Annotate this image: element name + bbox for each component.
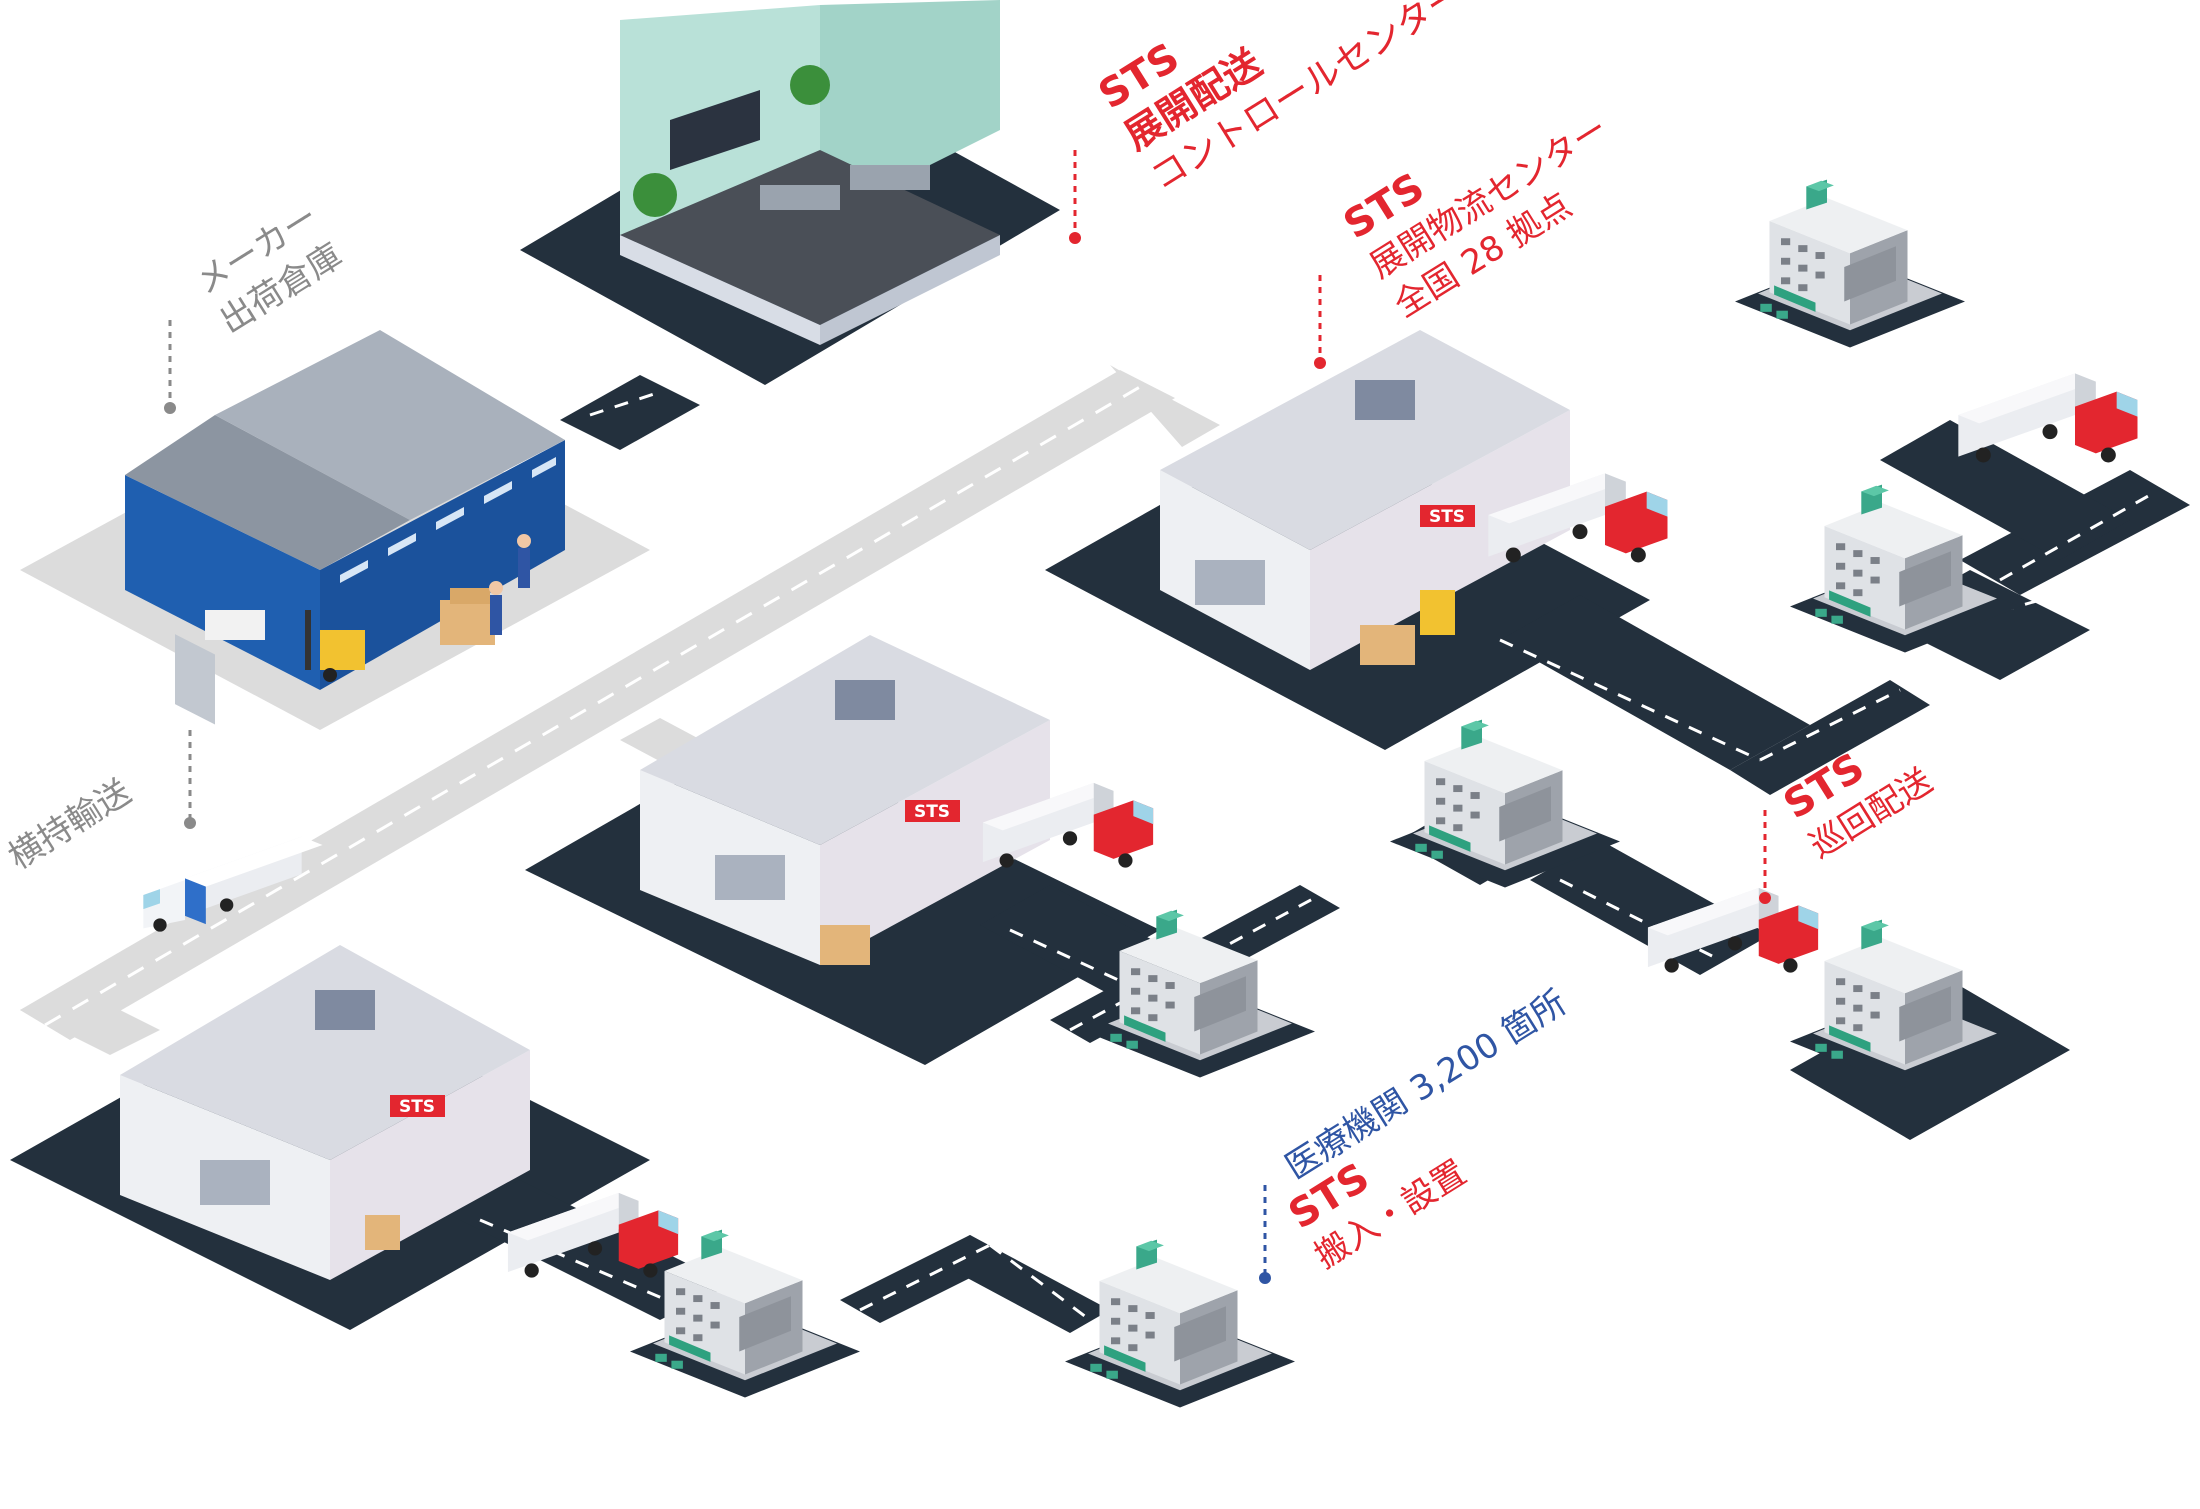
warehouse-windows	[340, 457, 556, 583]
monitor-wall	[670, 90, 760, 170]
control-room	[620, 0, 1000, 345]
leader-dots	[164, 232, 1771, 1284]
warehouse-sign-mid: STS	[914, 802, 950, 822]
mid-warehouse-building: STS	[640, 635, 1154, 965]
transfer-lane-dashes	[44, 382, 1146, 1027]
medical-institutions-line1: 医療機関 3,200 箇所	[1279, 983, 1574, 1188]
warehouse-sign-logistics: STS	[1429, 507, 1465, 527]
front-warehouse-building: STS	[120, 945, 679, 1280]
leader-lines	[168, 150, 1767, 1275]
label-medical-institutions: 医療機関 3,200 箇所	[1279, 983, 1574, 1188]
warehouse-sign-front: STS	[399, 1097, 435, 1117]
operator-desks	[760, 165, 930, 210]
maker-warehouse	[20, 330, 650, 730]
logistics-center-building: STS	[1160, 330, 1668, 670]
cargo-boxes	[440, 588, 495, 645]
hospital-1	[1735, 179, 1965, 348]
plants	[633, 65, 830, 217]
forklift	[305, 610, 365, 682]
label-transfer-transport: 横持輸送	[2, 772, 139, 878]
round-truck-1	[1958, 373, 2138, 463]
label-maker-warehouse: メーカー 出荷倉庫	[189, 197, 350, 342]
workers	[489, 534, 531, 635]
hospital-7	[1065, 1239, 1295, 1408]
label-logistics-center: STS 展開物流センター 全国 28 拠点	[1336, 109, 1615, 326]
transfer-transport-line1: 横持輸送	[2, 772, 139, 878]
label-control-center: STS 展開配送 コントロールセンター	[1091, 0, 1471, 199]
